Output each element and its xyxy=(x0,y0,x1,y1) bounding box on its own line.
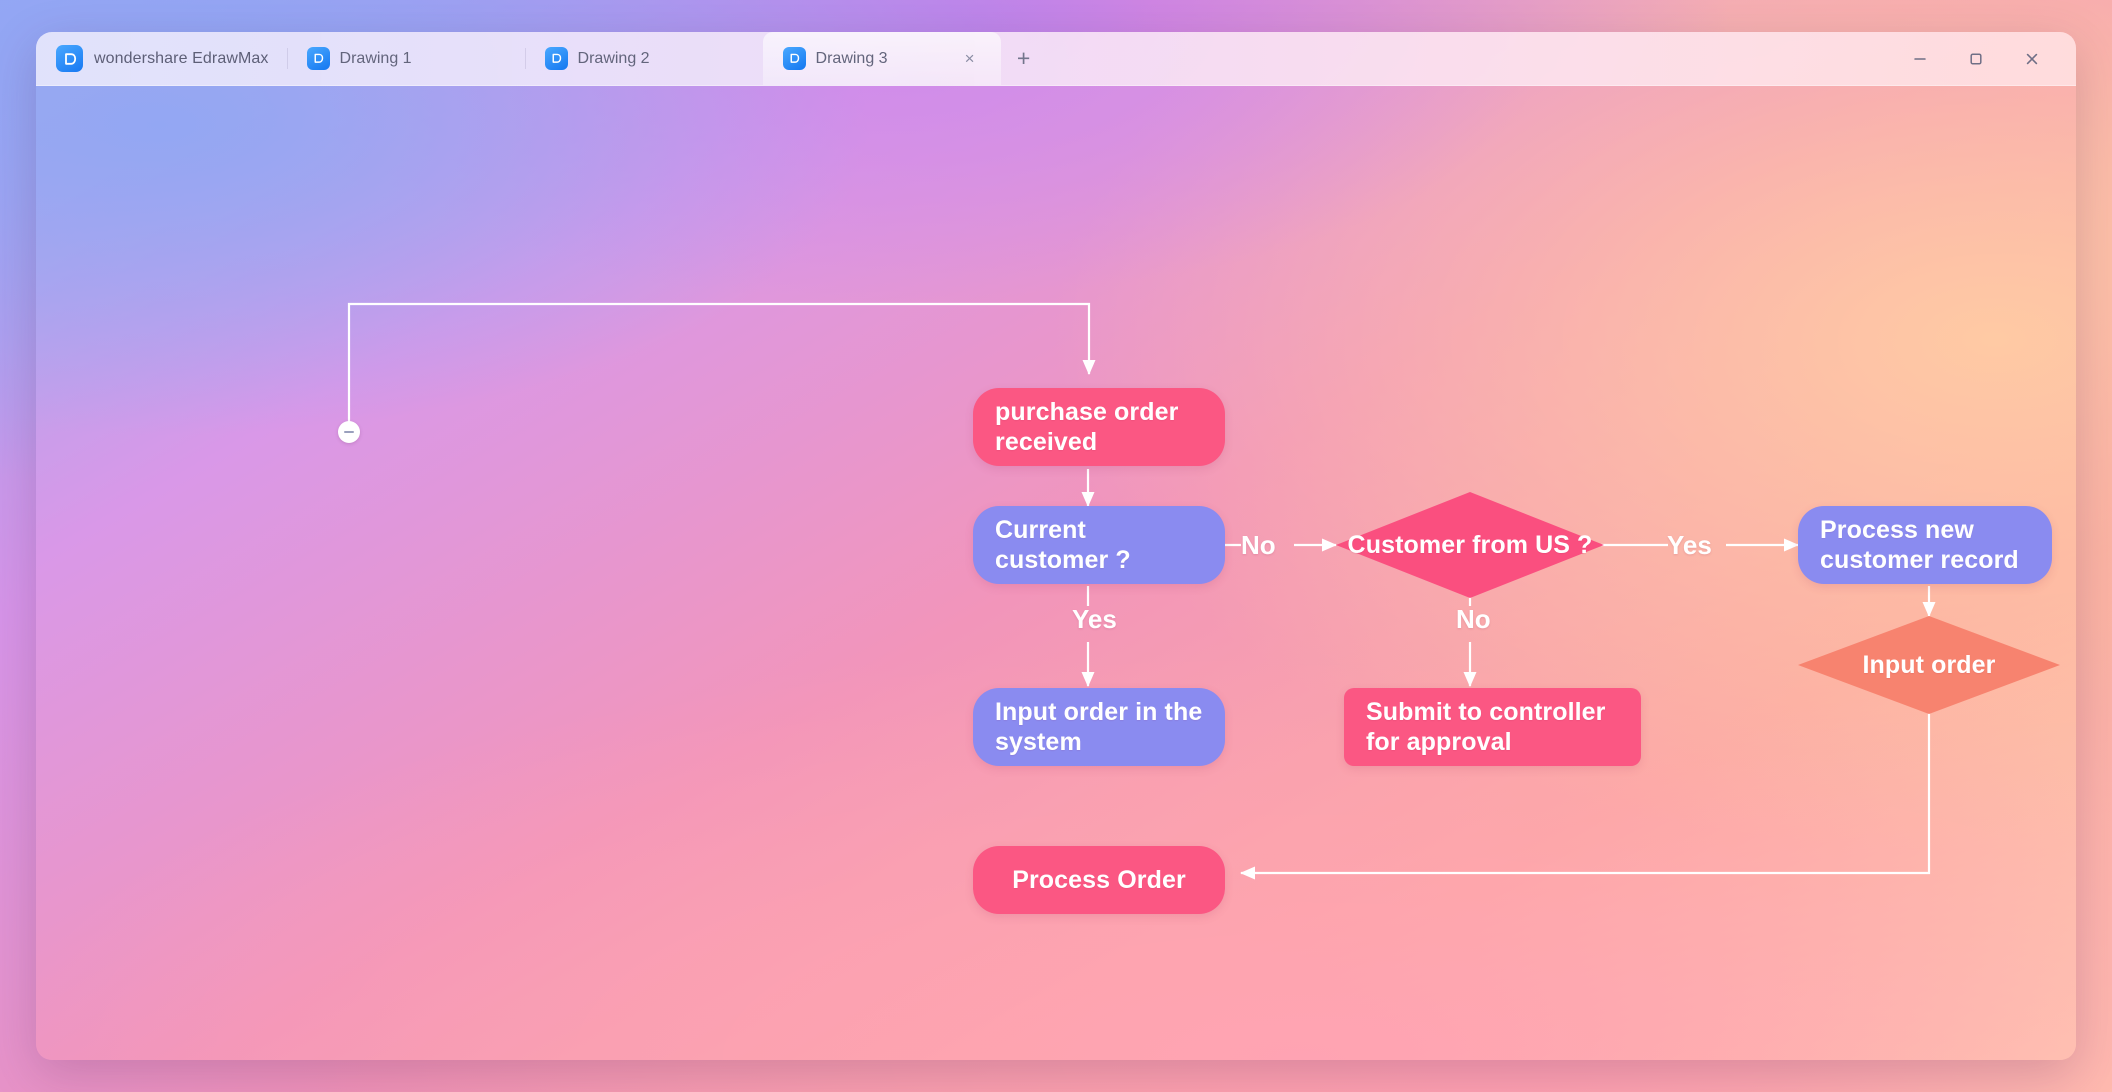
tab-label: Drawing 3 xyxy=(815,49,888,67)
edge-label-yes-current-customer: Yes xyxy=(1072,604,1117,634)
node-process-new-customer-record[interactable]: Process new customer record xyxy=(1798,506,2052,584)
document-icon xyxy=(306,47,330,70)
app-brand-name: wondershare EdrawMax xyxy=(94,49,269,67)
minimize-icon[interactable] xyxy=(1894,39,1946,79)
node-input-order[interactable]: Input order xyxy=(1798,616,2060,714)
application-window: wondershare EdrawMax Drawing 1 xyxy=(36,32,2076,1060)
close-icon[interactable] xyxy=(2006,39,2058,79)
collapse-handle[interactable] xyxy=(338,421,360,443)
minus-icon xyxy=(344,431,354,433)
app-brand: wondershare EdrawMax xyxy=(36,32,287,85)
node-label: Process Order xyxy=(1012,866,1186,894)
node-input-order-in-the-system[interactable]: Input order in the system xyxy=(973,688,1225,766)
node-label: Process new customer record xyxy=(1820,516,2019,574)
window-controls xyxy=(1894,32,2076,85)
tab-drawing-2[interactable]: Drawing 2 xyxy=(524,32,763,85)
node-label: Input order in the system xyxy=(995,698,1203,756)
drawing-canvas[interactable]: purchase order received Current customer… xyxy=(36,86,2076,1060)
node-customer-from-us[interactable]: Customer from US ? xyxy=(1336,492,1604,598)
close-icon[interactable]: × xyxy=(964,49,975,68)
node-label: Current customer ? xyxy=(995,516,1131,574)
tab-label: Drawing 1 xyxy=(339,49,412,67)
edrawmax-logo-icon xyxy=(56,45,83,72)
node-process-order[interactable]: Process Order xyxy=(973,846,1225,914)
node-submit-to-controller[interactable]: Submit to controller for approval xyxy=(1344,688,1641,766)
edge-label-yes-customer-from-us: Yes xyxy=(1667,530,1712,560)
tab-label: Drawing 2 xyxy=(577,49,650,67)
node-label: Input order xyxy=(1862,651,1996,679)
tab-drawing-3[interactable]: Drawing 3 × xyxy=(762,32,1001,85)
node-label: purchase order received xyxy=(995,398,1179,456)
edge-label-no-current-customer: No xyxy=(1241,530,1276,560)
tab-drawing-1[interactable]: Drawing 1 xyxy=(286,32,525,85)
edge-label-no-customer-from-us: No xyxy=(1456,604,1491,634)
node-purchase-order-received[interactable]: purchase order received xyxy=(973,388,1225,466)
tab-strip: Drawing 1 Drawing 2 xyxy=(286,32,1047,85)
maximize-icon[interactable] xyxy=(1950,39,2002,79)
document-icon xyxy=(544,47,568,70)
title-bar: wondershare EdrawMax Drawing 1 xyxy=(36,32,2076,86)
document-icon xyxy=(782,47,806,70)
node-label: Submit to controller for approval xyxy=(1366,698,1606,756)
node-label: Customer from US ? xyxy=(1347,531,1593,559)
node-current-customer[interactable]: Current customer ? xyxy=(973,506,1225,584)
new-tab-button[interactable]: + xyxy=(1016,45,1031,71)
